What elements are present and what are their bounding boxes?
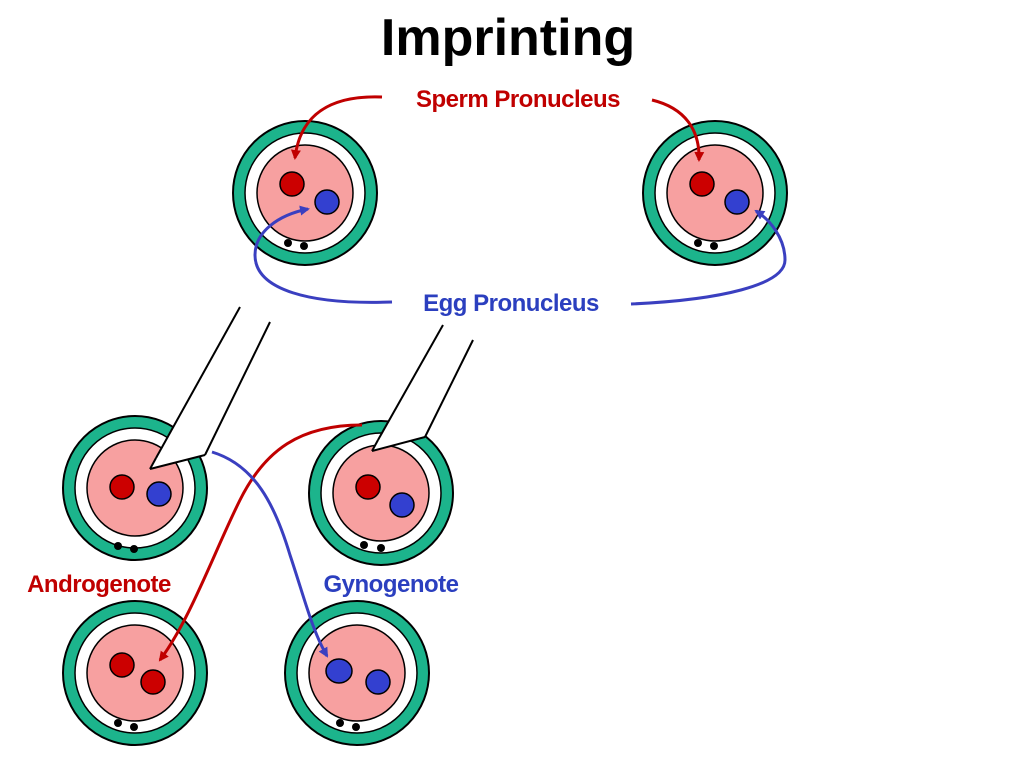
polar-body [377, 544, 385, 552]
micropipette-right [371, 324, 474, 452]
egg-pronucleus [389, 492, 415, 518]
sperm-pronucleus [689, 171, 715, 197]
polar-body [130, 545, 138, 553]
cytoplasm [666, 144, 764, 242]
egg-pronucleus [365, 669, 391, 695]
sperm-pronucleus-label: Sperm Pronucleus [416, 86, 620, 113]
sperm-pronucleus [140, 669, 166, 695]
androgenote-label: Androgenote [27, 571, 171, 598]
polar-body [130, 723, 138, 731]
polar-body [300, 242, 308, 250]
egg-pronucleus-label: Egg Pronucleus [423, 290, 599, 317]
egg-pronucleus [724, 189, 750, 215]
sperm-pronucleus-arrow-right [651, 98, 705, 162]
zygote-top-left [232, 120, 378, 266]
egg-pronucleus [146, 481, 172, 507]
gynogenote-label: Gynogenote [323, 571, 458, 598]
egg-pronucleus-arrow-left [253, 205, 393, 304]
polar-body [114, 719, 122, 727]
sperm-pronucleus [109, 652, 135, 678]
polar-body [284, 239, 292, 247]
egg-pronucleus [314, 189, 340, 215]
polar-body [352, 723, 360, 731]
polar-body [694, 239, 702, 247]
sperm-pronucleus [355, 474, 381, 500]
sperm-transfer-arrow [158, 423, 363, 662]
polar-body [360, 541, 368, 549]
sperm-pronucleus-arrow-left [290, 95, 383, 160]
cytoplasm [86, 624, 184, 722]
polar-body [114, 542, 122, 550]
egg-transfer-arrow [211, 450, 329, 658]
zygote-gynogenote [284, 600, 430, 746]
polar-body [336, 719, 344, 727]
egg-pronucleus-arrow-right [630, 209, 787, 306]
cytoplasm [332, 444, 430, 542]
polar-body [710, 242, 718, 250]
zygote-androgenote [62, 600, 208, 746]
sperm-pronucleus [279, 171, 305, 197]
micropipette-left [149, 306, 271, 470]
sperm-pronucleus [109, 474, 135, 500]
page-title: Imprinting [381, 9, 635, 67]
zygote-top-right [642, 120, 788, 266]
cytoplasm [308, 624, 406, 722]
egg-pronucleus [325, 658, 353, 684]
